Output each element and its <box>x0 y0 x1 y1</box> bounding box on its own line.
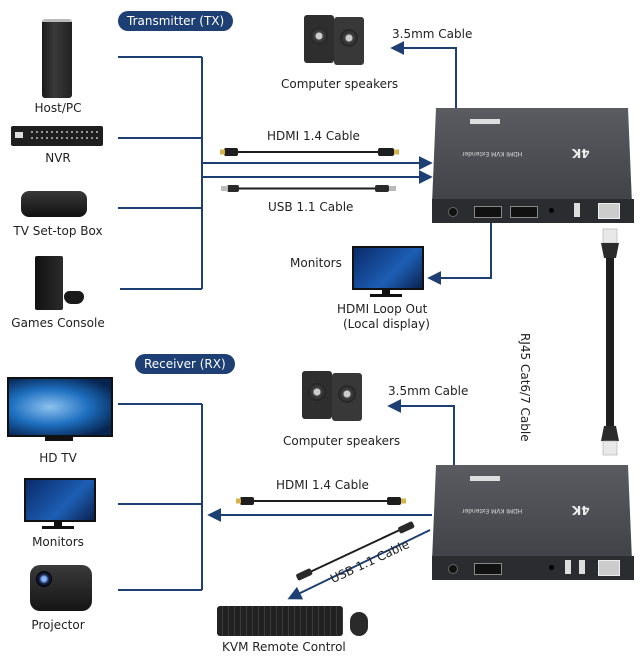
source-label-nvr: NVR <box>45 151 71 165</box>
tx-source-bus <box>118 56 203 290</box>
desktop-tower-icon <box>42 19 72 98</box>
loop-out-label-line1: HDMI Loop Out <box>337 302 428 316</box>
transmitter-device: HDMI KVM Extender 4K <box>432 108 632 204</box>
rx-device-title: HDMI KVM Extender <box>462 507 523 514</box>
hd-tv-icon <box>7 377 113 437</box>
output-label-projector: Projector <box>31 618 85 632</box>
rx-speaker-left-icon <box>302 371 332 419</box>
output-label-monitors: Monitors <box>32 535 84 549</box>
monitor-icon <box>24 478 96 522</box>
source-label-games-console: Games Console <box>11 316 105 330</box>
rx-audio-arrow <box>387 399 455 465</box>
hdmi-in-port <box>474 206 502 218</box>
rx-output-bus <box>118 403 203 591</box>
tx-audio-arrow <box>390 41 457 108</box>
set-top-box-icon <box>21 191 87 217</box>
tx-usb-cable-drawing <box>221 185 396 192</box>
audio-port <box>549 208 554 213</box>
tx-audio-cable-label: 3.5mm Cable <box>392 27 473 41</box>
tx-speakers-label: Computer speakers <box>281 77 399 91</box>
rj45-cable-label: RJ45 Cat6/7 Cable <box>518 333 532 442</box>
rx-dc-power-port <box>448 564 458 574</box>
dc-power-port <box>448 207 458 217</box>
rx-hdmi-out-port <box>474 563 502 575</box>
source-label-tv-set-top-box: TV Set-top Box <box>13 224 103 238</box>
game-controller-icon <box>64 291 84 304</box>
rx-usb-port-2 <box>579 560 585 574</box>
mouse-icon <box>350 612 368 636</box>
tx-speaker-right-icon <box>334 17 364 65</box>
tx-device-badge: 4K <box>572 146 590 160</box>
game-console-icon <box>35 256 63 310</box>
receiver-badge: Receiver (RX) <box>135 354 235 374</box>
monitor-base <box>42 526 74 529</box>
rj45-out-port <box>598 203 620 219</box>
tx-hdmi-cable-drawing <box>220 148 399 156</box>
source-label-host-pc: Host/PC <box>34 101 82 115</box>
projector-icon <box>30 565 92 611</box>
rx-hdmi-cable-label: HDMI 1.4 Cable <box>276 478 369 492</box>
tx-loop-arrow <box>427 223 492 285</box>
rx-audio-cable-label: 3.5mm Cable <box>388 384 469 398</box>
rx-speaker-right-icon <box>332 373 362 421</box>
rx-audio-port <box>549 565 554 570</box>
receiver-front-panel <box>432 556 634 580</box>
keyboard-icon <box>217 606 343 636</box>
loop-monitor-base <box>370 294 402 297</box>
rx-usb-cable-drawing <box>296 521 415 581</box>
tx-device-title: HDMI KVM Extender <box>462 150 523 157</box>
rx-usb-port-1 <box>565 560 571 574</box>
loop-out-label-line2: (Local display) <box>343 317 430 331</box>
kvm-remote-label: KVM Remote Control <box>222 640 346 654</box>
tx-speaker-left-icon <box>304 15 334 63</box>
nvr-recorder-icon <box>11 126 103 146</box>
hd-tv-stand <box>45 435 73 441</box>
receiver-device: HDMI KVM Extender 4K <box>432 465 632 561</box>
rx-hdmi-cable-drawing <box>236 497 406 505</box>
monitor-stand <box>54 520 62 526</box>
output-label-hd-tv: HD TV <box>39 451 77 465</box>
usb-port <box>574 203 580 217</box>
transmitter-front-panel <box>432 199 634 223</box>
rj45-cable-drawing <box>601 228 619 456</box>
hdmi-loop-port <box>510 206 538 218</box>
transmitter-badge: Transmitter (TX) <box>118 11 234 31</box>
rx-rj45-in-port <box>598 560 620 576</box>
tx-usb-cable-label: USB 1.1 Cable <box>268 200 354 214</box>
loop-monitor-icon <box>352 246 424 290</box>
tx-hdmi-cable-label: HDMI 1.4 Cable <box>267 129 360 143</box>
loop-monitor-stand <box>382 288 390 294</box>
loop-monitor-label: Monitors <box>290 256 342 270</box>
rx-device-badge: 4K <box>572 503 590 517</box>
rx-speakers-label: Computer speakers <box>283 434 401 448</box>
rx-usb-arrow <box>287 529 431 600</box>
